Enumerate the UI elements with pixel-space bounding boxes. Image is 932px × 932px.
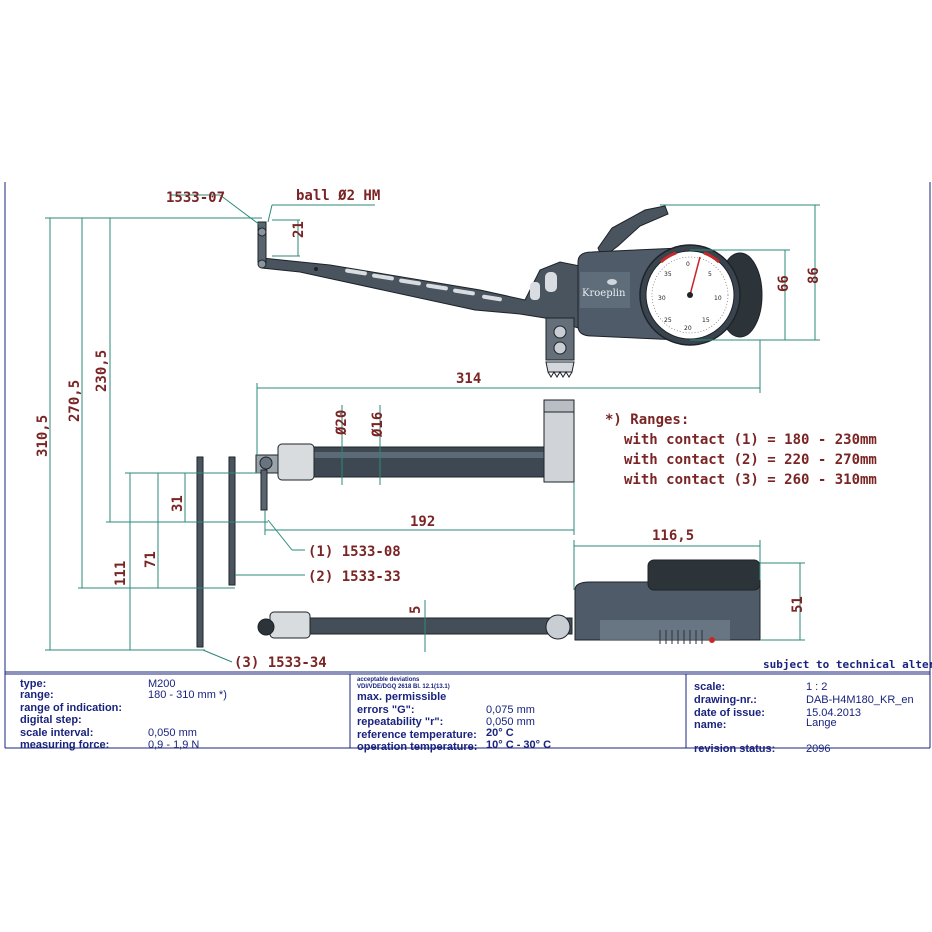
- dim-192: 192: [410, 514, 435, 530]
- tb-ref-temp-label: reference temperature:: [357, 729, 477, 741]
- bottom-view-gauge: [257, 559, 761, 644]
- tb-indication-label: range of indication:: [20, 702, 122, 714]
- dim-31: 31: [170, 495, 186, 512]
- dim-230-5: 230,5: [94, 350, 110, 392]
- top-view-gauge: Kroeplin 0 5 10 15 20 25 30 35: [257, 205, 763, 378]
- middle-view-gauge: [196, 399, 575, 648]
- tb-range-value: 180 - 310 mm *): [148, 689, 227, 701]
- dimension-lines: [45, 194, 820, 663]
- svg-text:5: 5: [708, 271, 712, 278]
- svg-text:10: 10: [714, 295, 722, 302]
- tb-revision-label: revision status:: [694, 743, 775, 755]
- tb-date-value: 15.04.2013: [806, 707, 861, 719]
- tb-scale-interval-label: scale interval:: [20, 727, 93, 739]
- tb-name-value: Lange: [806, 717, 837, 729]
- tb-digital-label: digital step:: [20, 714, 82, 726]
- ranges-line-3: with contact (3) = 260 - 310mm: [624, 472, 877, 488]
- part-1533-34-label: (3) 1533-34: [234, 655, 327, 671]
- svg-text:15: 15: [702, 317, 710, 324]
- tb-repeat-value: 0,050 mm: [486, 716, 535, 728]
- svg-text:20: 20: [684, 325, 692, 332]
- brand-logo: Kroeplin: [582, 288, 626, 299]
- dim-66: 66: [776, 275, 792, 292]
- dim-314: 314: [456, 371, 481, 387]
- tb-errors-label: errors "G":: [357, 704, 415, 716]
- dim-310-5: 310,5: [35, 415, 51, 457]
- dim-51: 51: [790, 596, 806, 613]
- tb-scale-value: 1 : 2: [806, 681, 827, 693]
- svg-text:30: 30: [658, 295, 666, 302]
- svg-text:35: 35: [664, 271, 672, 278]
- tb-op-temp-value: 10° C - 30° C: [486, 739, 551, 751]
- tb-standard-header: VDI/VDE/DGQ 2618 Bl. 12.1(13.1): [357, 684, 450, 690]
- dim-86: 86: [806, 267, 822, 284]
- tb-range-label: range:: [20, 689, 54, 701]
- dim-5: 5: [408, 606, 424, 614]
- title-block: type: M200 range: 180 - 310 mm *) range …: [5, 671, 930, 755]
- tb-type-value: M200: [148, 678, 176, 690]
- tb-scale-label: scale:: [694, 681, 725, 693]
- part-1533-08-label: (1) 1533-08: [308, 544, 401, 560]
- tb-force-value: 0,9 - 1,9 N: [148, 739, 199, 751]
- part-1533-33-label: (2) 1533-33: [308, 569, 401, 585]
- ranges-line-2: with contact (2) = 220 - 270mm: [624, 452, 877, 468]
- tb-ref-temp-value: 20° C: [486, 727, 514, 739]
- dim-71: 71: [143, 551, 159, 568]
- tb-max-header: max. permissible: [357, 691, 446, 703]
- tb-revision-value: 2096: [806, 743, 830, 755]
- tb-drawing-value: DAB-H4M180_KR_en: [806, 694, 914, 706]
- tb-scale-interval-value: 0,050 mm: [148, 727, 197, 739]
- dim-270-5: 270,5: [67, 380, 83, 422]
- ranges-title: *) Ranges:: [605, 412, 689, 428]
- ranges-note: *) Ranges: with contact (1) = 180 - 230m…: [605, 412, 877, 488]
- svg-text:25: 25: [664, 317, 672, 324]
- tb-name-label: name:: [694, 719, 726, 731]
- tb-type-label: type:: [20, 678, 46, 690]
- tb-deviations-header: acceptable deviations: [357, 677, 420, 683]
- part-1533-07-label: 1533-07: [166, 190, 225, 206]
- tb-errors-value: 0,075 mm: [486, 704, 535, 716]
- dim-21: 21: [291, 221, 307, 238]
- ranges-line-1: with contact (1) = 180 - 230mm: [624, 432, 877, 448]
- dim-116-5: 116,5: [652, 528, 694, 544]
- tb-drawing-label: drawing-nr.:: [694, 694, 757, 706]
- dim-d16: Ø16: [370, 412, 386, 438]
- dimension-labels: 1533-07 ball Ø2 HM 21 86 66 310,5 270,5 …: [35, 188, 822, 671]
- svg-text:0: 0: [686, 261, 690, 268]
- dim-111: 111: [113, 561, 129, 586]
- tb-repeat-label: repeatability "r":: [357, 716, 443, 728]
- tb-date-label: date of issue:: [694, 707, 765, 719]
- ball-label: ball Ø2 HM: [296, 188, 380, 204]
- tb-op-temp-label: operation temperature:: [357, 741, 477, 753]
- subject-note: subject to technical alterations: [763, 658, 932, 671]
- tb-force-label: measuring force:: [20, 739, 109, 751]
- dim-d20: Ø20: [334, 410, 350, 436]
